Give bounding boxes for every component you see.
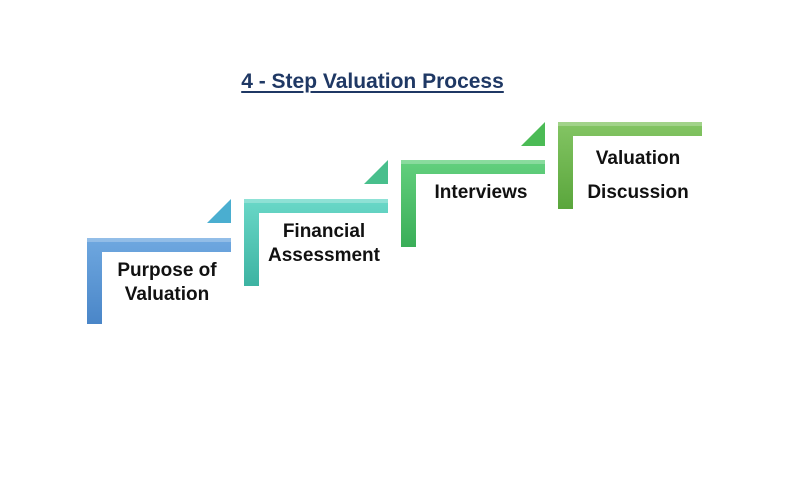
step-3-label-line1: Interviews bbox=[434, 182, 528, 203]
step-2-bracket bbox=[244, 199, 388, 286]
step-4-label-line2: Discussion bbox=[587, 182, 689, 203]
step-4-bracket bbox=[558, 122, 702, 209]
step-1-bracket bbox=[87, 238, 231, 324]
step-2-label-line2: Assessment bbox=[268, 245, 380, 266]
step-1-label-line2: Valuation bbox=[124, 284, 210, 305]
step-4-label-line1: Valuation bbox=[595, 148, 681, 169]
step-3-arrow bbox=[521, 122, 545, 146]
diagram-title: 4 - Step Valuation Process bbox=[241, 70, 504, 93]
step-3-label: Interviews bbox=[420, 181, 542, 205]
step-2-label-line1: Financial bbox=[282, 221, 366, 242]
step-1-arrow bbox=[207, 199, 231, 223]
step-4-label: Valuation Discussion bbox=[577, 142, 699, 210]
step-3-bracket bbox=[401, 160, 545, 247]
step-1-label-line1: Purpose of bbox=[117, 260, 217, 281]
step-2-label: Financial Assessment bbox=[263, 220, 385, 268]
step-2-arrow bbox=[364, 160, 388, 184]
step-1-label: Purpose of Valuation bbox=[106, 259, 228, 307]
